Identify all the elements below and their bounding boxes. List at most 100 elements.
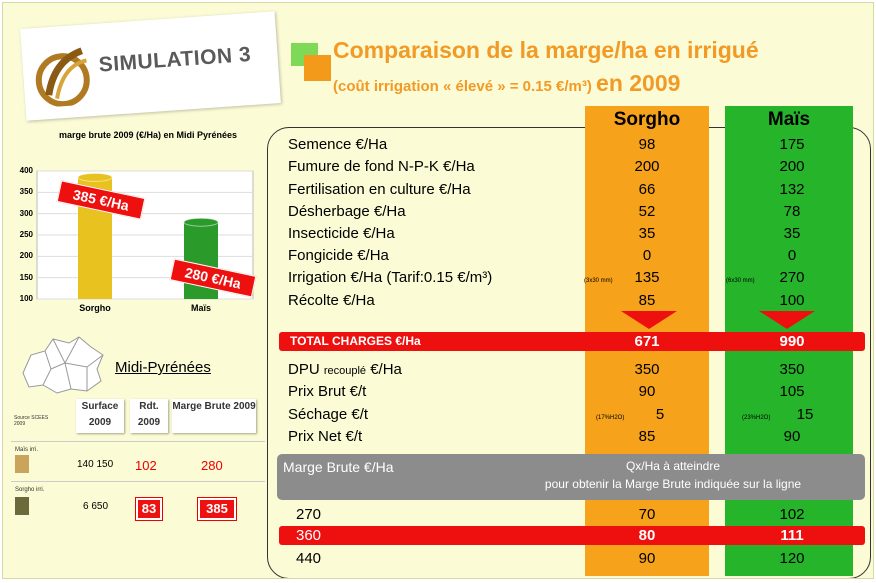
arrow-down-icon	[621, 311, 677, 329]
produit-mais: 15	[796, 406, 814, 423]
marge-brute-header	[277, 454, 865, 500]
rdt-value: 83	[135, 497, 163, 521]
bar-chart	[36, 170, 254, 300]
subtitle-text: (coût irrigation « élevé » = 0.15 €/m³)	[333, 78, 592, 95]
charge-label: Irrigation €/Ha (Tarif:0.15 €/m³)	[288, 269, 493, 286]
header-surface: Surface 2009	[76, 399, 124, 433]
charge-mais: 132	[779, 181, 805, 198]
charge-mais: 200	[779, 158, 805, 175]
header-marge: Marge Brute 2009	[172, 399, 256, 433]
charge-mais: 0	[787, 247, 797, 264]
produit-label: Séchage €/t	[288, 406, 369, 423]
page-subtitle: (coût irrigation « élevé » = 0.15 €/m³) …	[333, 70, 680, 97]
orange-square-icon	[304, 55, 331, 81]
charge-sorgho: 98	[638, 136, 656, 153]
marge-mais: 120	[779, 550, 805, 567]
surface-value: 6 650	[83, 501, 109, 512]
charge-label: Fumure de fond N-P-K €/Ha	[288, 158, 475, 175]
produit-label: Prix Net €/t	[288, 428, 363, 445]
charge-sorgho: 52	[638, 203, 656, 220]
irrigation-mais-note: (6x30 mm)	[726, 278, 755, 284]
simulation-label: SIMULATION 3	[98, 42, 252, 77]
charge-sorgho: 135	[634, 269, 660, 286]
charge-label: Récolte €/Ha	[288, 292, 375, 309]
charge-sorgho: 0	[642, 247, 652, 264]
charge-mais: 35	[783, 225, 801, 242]
charge-label: Fertilisation en culture €/Ha	[288, 181, 471, 198]
charge-mais: 100	[779, 292, 805, 309]
produit-mais: 350	[779, 361, 805, 378]
total-mais: 990	[779, 333, 805, 350]
divider	[11, 481, 265, 482]
y-tick-label: 100	[19, 294, 33, 303]
logo-card: SIMULATION 3	[20, 11, 281, 121]
marge-brute-header-line1: Qx/Ha à atteindre	[625, 459, 721, 473]
marge-value: 360	[296, 527, 322, 544]
region-title: Midi-Pyrénées	[115, 359, 211, 376]
marge-value: 440	[296, 550, 322, 567]
produit-mais: 105	[779, 383, 805, 400]
charge-mais: 78	[783, 203, 801, 220]
marge-brute-header-label: Marge Brute €/Ha	[283, 459, 394, 475]
sechage-mais-note: (23%H2O)	[742, 415, 771, 421]
arrow-down-icon	[759, 311, 815, 329]
produit-sorgho: 90	[638, 383, 656, 400]
dpu-label-unit: €/Ha	[370, 361, 402, 378]
y-tick-label: 250	[19, 230, 33, 239]
total-charges-bar	[279, 332, 865, 351]
charge-sorgho: 85	[638, 292, 656, 309]
marge-value: 270	[296, 506, 322, 523]
marge-mais: 111	[780, 527, 804, 544]
y-tick-label: 200	[19, 251, 33, 261]
y-tick-label: 400	[19, 166, 33, 175]
charge-label: Fongicide €/Ha	[288, 247, 389, 264]
crop-label: Maïs irri.	[15, 447, 38, 453]
crop-label: Sorgho irri.	[15, 487, 45, 493]
produit-label: DPU recouplé €/Ha	[288, 361, 402, 378]
dpu-label-small: recouplé	[323, 365, 367, 377]
sechage-sorgho-note: (17%H2O)	[596, 415, 625, 421]
charge-mais: 270	[779, 269, 805, 286]
divider	[11, 441, 265, 442]
produit-label: Prix Brut €/t	[288, 383, 367, 400]
rdt-value: 102	[135, 458, 157, 473]
produit-sorgho: 85	[638, 428, 656, 445]
total-sorgho: 671	[634, 333, 660, 350]
marge-sorgho: 70	[638, 506, 656, 523]
marge-value: 385	[197, 497, 237, 521]
y-tick-label: 350	[19, 187, 33, 197]
page-title: Comparaison de la marge/ha en irrigué	[333, 37, 759, 63]
produit-sorgho: 5	[655, 406, 665, 423]
header-rdt: Rdt. 2009	[130, 399, 168, 433]
bar-top	[77, 172, 113, 182]
dpu-label: DPU	[288, 361, 320, 378]
total-charges-label: TOTAL CHARGES €/Ha	[290, 334, 421, 348]
marge-value: 280	[201, 458, 223, 473]
surface-value: 140 150	[77, 459, 114, 470]
charge-label: Insecticide €/Ha	[288, 225, 395, 242]
produit-mais: 90	[783, 428, 801, 445]
subtitle-year: en 2009	[596, 70, 681, 96]
sorghum-photo-icon	[15, 497, 29, 515]
marge-sorgho: 90	[638, 550, 656, 567]
charge-label: Semence €/Ha	[288, 136, 388, 153]
charge-label: Désherbage €/Ha	[288, 203, 406, 220]
sorgho-column-header: Sorgho	[613, 109, 681, 130]
region-map-icon	[22, 336, 104, 394]
charge-sorgho: 35	[638, 225, 656, 242]
bar-top	[183, 217, 219, 227]
produit-sorgho: 350	[634, 361, 660, 378]
y-tick-label: 150	[19, 272, 33, 282]
wheat-logo-icon	[35, 47, 90, 108]
category-label: Maïs	[190, 303, 211, 313]
marge-sorgho: 80	[638, 527, 656, 544]
source-note: Source SCEES 2009	[14, 415, 49, 427]
charge-sorgho: 66	[638, 181, 656, 198]
comparison-table-frame	[267, 127, 871, 578]
corn-photo-icon	[15, 455, 29, 473]
category-label: Sorgho	[79, 303, 111, 313]
irrigation-sorgho-note: (3x30 mm)	[584, 278, 613, 284]
charge-sorgho: 200	[634, 158, 660, 175]
marge-brute-header-line2: pour obtenir la Marge Brute indiquée sur…	[544, 477, 802, 491]
